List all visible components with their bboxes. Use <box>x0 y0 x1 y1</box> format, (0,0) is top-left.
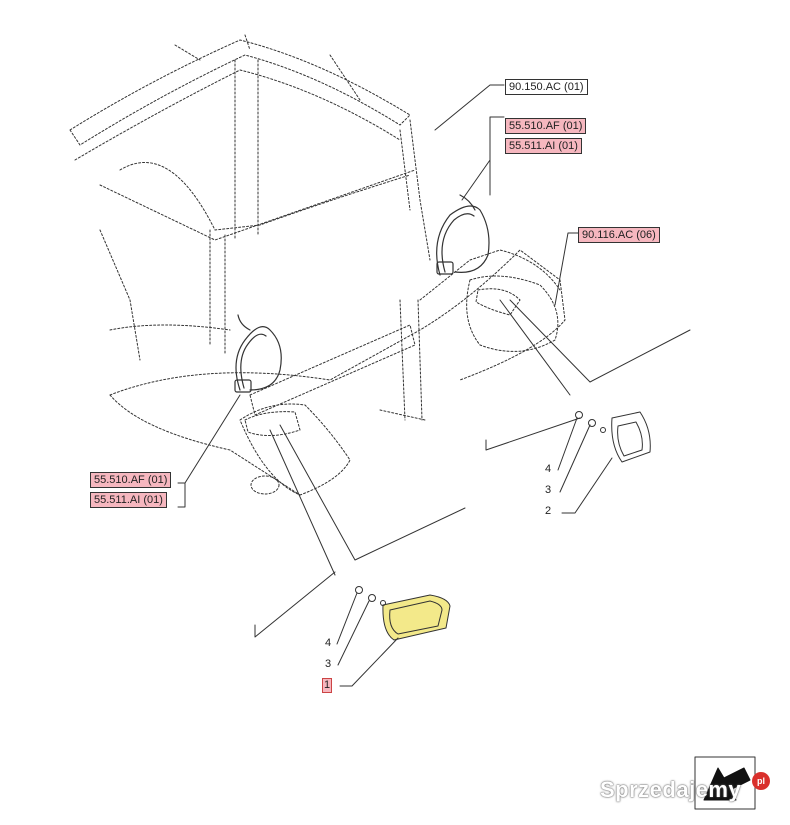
left-wiring-harness <box>234 314 282 393</box>
bottom-detail-lamp <box>336 586 451 687</box>
right-detail-lamp <box>557 411 651 514</box>
callout-bottom-1[interactable]: 1 <box>322 678 333 693</box>
left-lamp-housing <box>239 403 351 496</box>
reference-55-511-ai-lower[interactable]: 55.511.AI (01) <box>90 492 167 508</box>
watermark-text: Sprzedajemy <box>600 777 742 802</box>
callout-right-3: 3 <box>545 484 552 496</box>
explode-lines <box>254 299 691 638</box>
cab-roof-frame <box>69 34 431 356</box>
navigation-arrow-icon <box>694 756 756 810</box>
reference-90-116-ac[interactable]: 90.116.AC (06) <box>578 227 660 243</box>
watermark-badge: pl <box>752 772 770 790</box>
callout-right-4: 4 <box>545 463 552 475</box>
callout-bottom-4: 4 <box>325 637 332 649</box>
callout-bottom-3: 3 <box>325 658 332 670</box>
cross-beam <box>249 299 426 421</box>
reference-55-511-ai-upper[interactable]: 55.511.AI (01) <box>505 138 582 154</box>
cab-body <box>99 229 566 496</box>
callout-right-2: 2 <box>545 505 552 517</box>
right-wiring-harness <box>436 194 490 276</box>
right-lamp-housing <box>466 275 559 352</box>
reference-55-510-af-upper[interactable]: 55.510.AF (01) <box>505 118 587 134</box>
reference-leaders <box>177 84 579 508</box>
reference-90-150-ac[interactable]: 90.150.AC (01) <box>505 79 588 95</box>
reference-55-510-af-lower[interactable]: 55.510.AF (01) <box>90 472 172 488</box>
